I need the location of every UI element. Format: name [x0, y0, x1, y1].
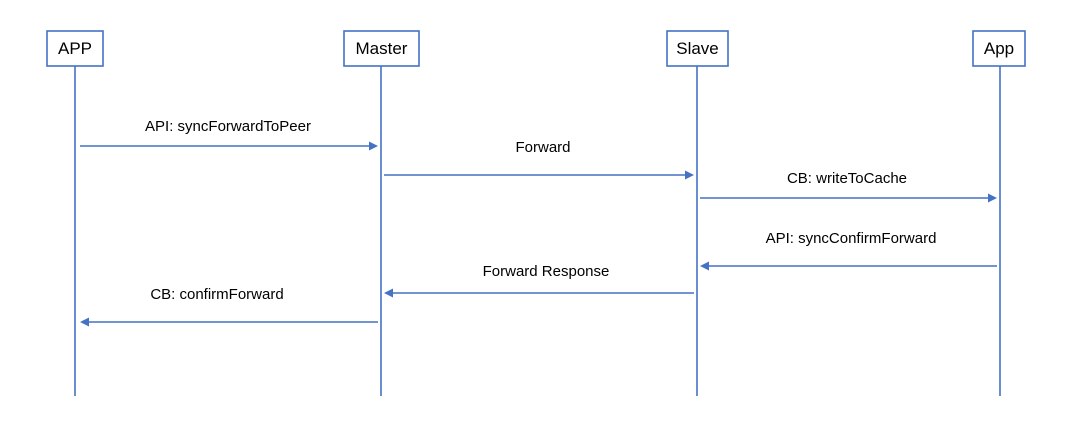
arrowhead-6 [80, 317, 89, 327]
participant-box-app_left[interactable] [46, 30, 104, 67]
message-5[interactable]: Forward Response [384, 263, 694, 298]
participant-box-app_right[interactable] [972, 30, 1026, 67]
participant-label-app_left: APP [58, 39, 92, 58]
message-label-2: Forward [515, 139, 570, 156]
participant-label-master: Master [356, 39, 408, 58]
participant-box-master[interactable] [343, 30, 420, 67]
message-label-1: API: syncForwardToPeer [145, 118, 311, 135]
arrowhead-3 [988, 193, 997, 203]
participants-group: APP Master Slave App [46, 30, 1026, 67]
arrowhead-2 [685, 170, 694, 180]
arrowhead-1 [369, 141, 378, 151]
message-4[interactable]: API: syncConfirmForward [700, 230, 997, 271]
message-label-6: CB: confirmForward [150, 286, 283, 303]
message-2[interactable]: Forward [384, 139, 694, 180]
arrowhead-4 [700, 261, 709, 271]
arrowhead-5 [384, 288, 393, 298]
message-3[interactable]: CB: writeToCache [700, 170, 997, 203]
participant-label-slave: Slave [676, 39, 719, 58]
participant-box-slave[interactable] [666, 30, 729, 67]
message-1[interactable]: API: syncForwardToPeer [80, 118, 378, 151]
lifelines-group [74, 66, 1001, 396]
message-6[interactable]: CB: confirmForward [80, 286, 378, 327]
participant-label-app_right: App [984, 39, 1014, 58]
message-label-3: CB: writeToCache [787, 170, 907, 187]
message-label-5: Forward Response [483, 263, 610, 280]
message-label-4: API: syncConfirmForward [766, 230, 937, 247]
